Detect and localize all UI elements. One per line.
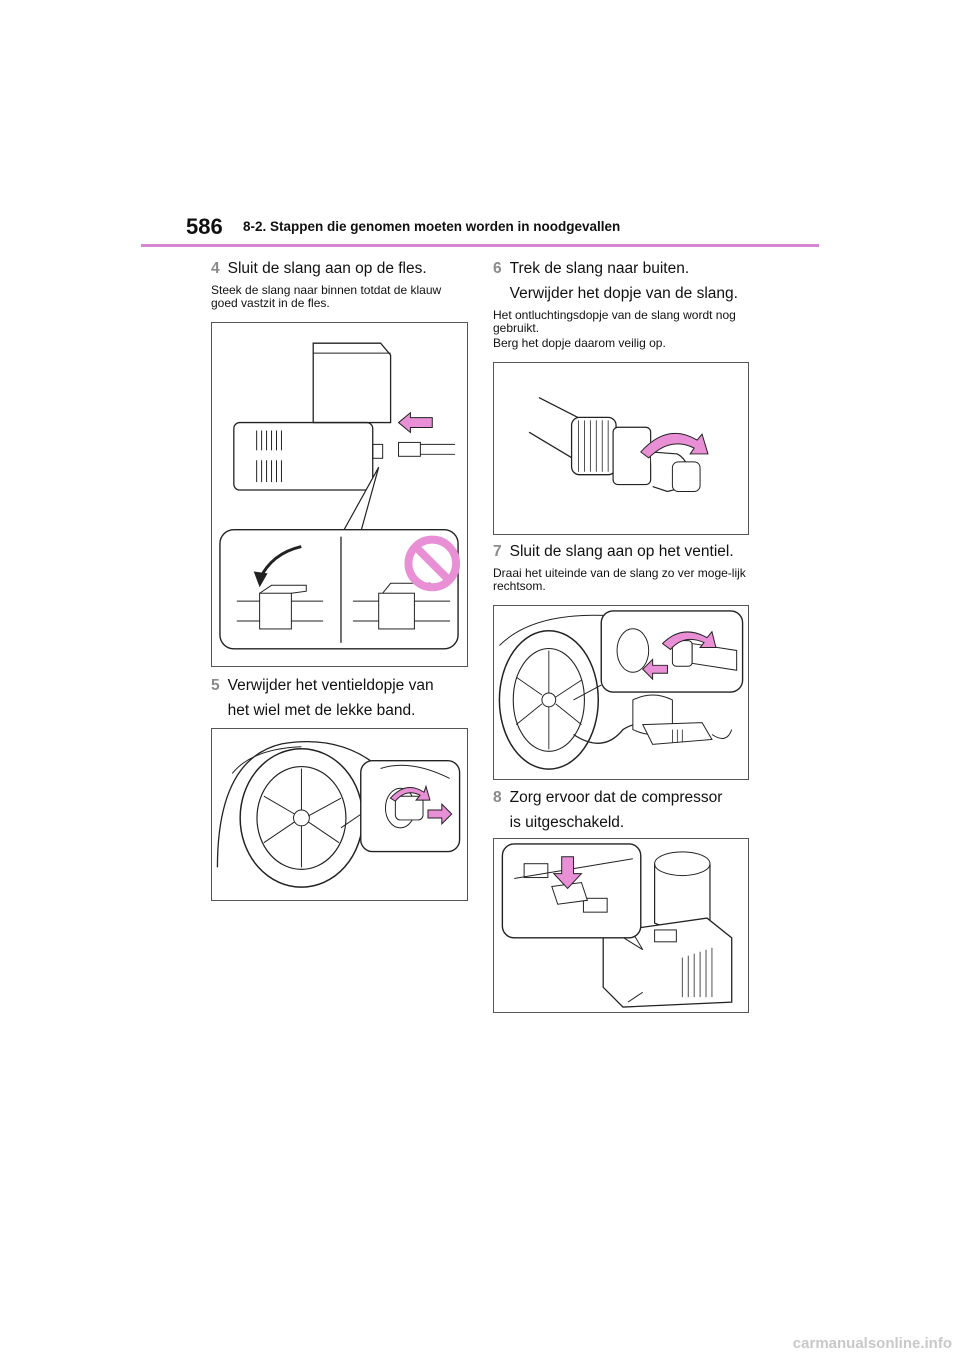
step-7-note: Draai het uiteinde van de slang zo ver m… — [493, 566, 746, 593]
step-number: 6 — [493, 260, 502, 277]
step-text: Zorg ervoor dat de compressor is uitgesc… — [509, 789, 723, 831]
step-text: Sluit de slang aan op het ventiel. — [509, 543, 734, 560]
figure-remove-hose-cap — [493, 362, 749, 535]
figure-connect-hose-to-valve — [493, 605, 749, 780]
valve-cap-illustration — [216, 741, 461, 888]
step-text: Sluit de slang aan op de fles. — [227, 260, 427, 277]
hose-bottle-illustration — [219, 342, 461, 650]
compressor-switch-illustration — [501, 843, 733, 1008]
figure-remove-valve-cap — [211, 728, 468, 901]
step-6-note-1: Het ontluchtingsdopje van de slang wordt… — [493, 308, 736, 335]
step-text: Verwijder het ventieldopje van het wiel … — [227, 677, 434, 719]
section-title: 8-2. Stappen die genomen moeten worden i… — [243, 219, 621, 234]
step-6: 6 Trek de slang naar buiten. Verwijder he… — [493, 256, 753, 306]
figure-compressor-switch-off — [493, 838, 749, 1013]
hose-cap-illustration — [528, 397, 709, 493]
step-7: 7 Sluit de slang aan op het ventiel. — [493, 539, 753, 564]
step-6-note-2: Berg het dopje daarom veilig op. — [493, 336, 666, 350]
header-divider — [141, 244, 819, 247]
figure-hose-to-bottle — [211, 322, 468, 667]
step-5: 5 Verwijder het ventieldopje van het wiel… — [211, 673, 471, 723]
watermark: carmanualsonline.info — [792, 1335, 952, 1352]
step-number: 8 — [493, 789, 502, 806]
step-number: 5 — [211, 677, 220, 694]
step-number: 4 — [211, 260, 220, 277]
hose-valve-illustration — [498, 610, 744, 770]
step-8: 8 Zorg ervoor dat de compressor is uitges… — [493, 785, 753, 835]
step-4: 4 Sluit de slang aan op de fles. — [211, 256, 471, 281]
page-number: 586 — [186, 214, 223, 239]
step-number: 7 — [493, 543, 502, 560]
step-4-note: Steek de slang naar binnen totdat de kla… — [211, 283, 442, 310]
step-text: Trek de slang naar buiten. Verwijder het… — [509, 260, 738, 302]
